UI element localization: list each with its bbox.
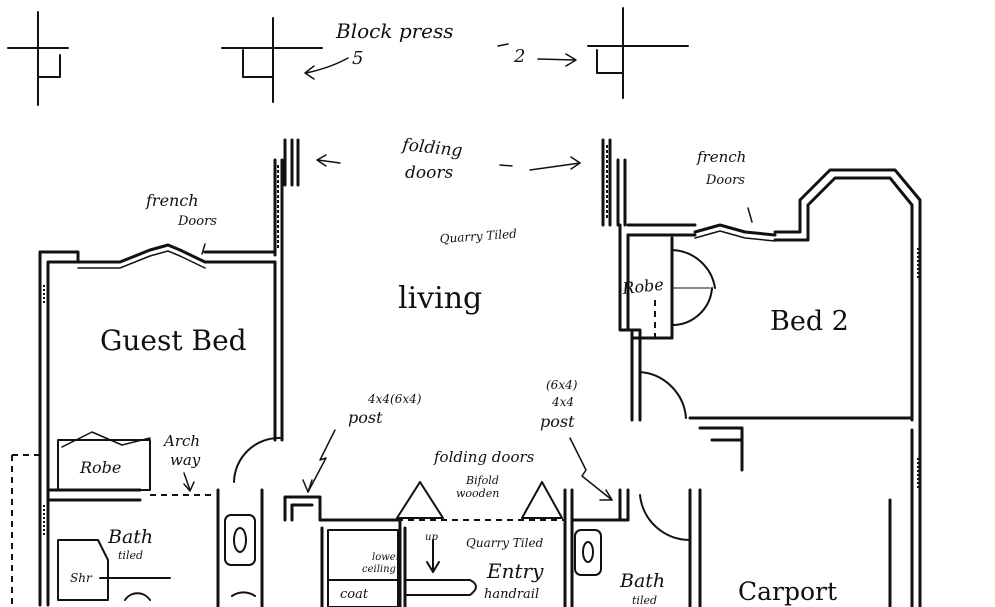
window-hatches [43, 145, 919, 535]
stair-and-coat [327, 529, 477, 607]
dimension-arrow-right [497, 43, 577, 67]
room-labels: folding doors french Doors french Doors … [70, 135, 849, 607]
post-right-label: post [540, 412, 575, 431]
guest-robe [57, 431, 151, 491]
dimension-left: 5 [352, 48, 363, 69]
quarry-tiled-entry: Quarry Tiled [466, 536, 544, 550]
folding-doors-top-line2: doors [405, 163, 453, 183]
french-doors-right-line1: french [696, 148, 746, 166]
french-doors-right-line2: Doors [705, 173, 745, 188]
post-left-label: post [348, 408, 383, 427]
post-left-spec: 4x4(6x4) [367, 392, 422, 406]
carport-label: Carport [738, 577, 837, 606]
up-label: up [425, 532, 438, 543]
bath-right-label: Bath [619, 570, 665, 592]
robe-right-label: Robe [620, 275, 664, 298]
arch-way-line2: way [170, 451, 201, 469]
block-press-title: Block press [335, 19, 454, 43]
arch-way-dashes [11, 300, 656, 607]
lower-ceiling-line1: lower [372, 552, 402, 563]
living-label: living [398, 281, 482, 316]
post-right-spec2: 4x4 [551, 395, 574, 409]
folding-door-triangles [396, 481, 563, 519]
door-swings [124, 249, 716, 601]
folding-doors-top-line1: folding [399, 135, 463, 161]
french-doors-left-line2: Doors [177, 214, 217, 229]
lower-ceiling-line2: ceiling [362, 564, 396, 575]
guest-bed-label: Guest Bed [100, 324, 247, 357]
dimension-arrow-left [304, 57, 349, 80]
walls [38, 138, 922, 607]
folding-doors-arrows [316, 154, 581, 171]
post-right-spec1: (6x4) [546, 378, 578, 392]
tiled-left-label: tiled [118, 549, 143, 562]
dimension-right: 2 [513, 46, 525, 67]
post-leaders [201, 207, 753, 501]
entry-arrows [183, 472, 195, 492]
bed-2-label: Bed 2 [770, 306, 849, 337]
quarry-tiled-living: Quarry Tiled [439, 227, 517, 246]
handrail-label: handrail [484, 587, 539, 602]
entry-label: Entry [486, 559, 544, 583]
bath-left-label: Bath [107, 526, 153, 548]
shr-label: Shr [70, 571, 93, 585]
bifold-line1: Bifold [465, 474, 499, 487]
bath-fixtures [57, 514, 602, 601]
french-doors-right-symbol [693, 223, 777, 242]
arch-way-line1: Arch [162, 432, 200, 450]
french-doors-left-symbol [76, 243, 207, 269]
folding-doors-mid: folding doors [433, 448, 535, 466]
tiled-right-label: tiled [632, 594, 657, 607]
block-press-details [7, 7, 689, 106]
bifold-line2: wooden [456, 487, 499, 500]
coat-label: coat [340, 587, 369, 602]
french-doors-left-line1: french [145, 191, 199, 210]
robe-left-label: Robe [79, 458, 121, 477]
